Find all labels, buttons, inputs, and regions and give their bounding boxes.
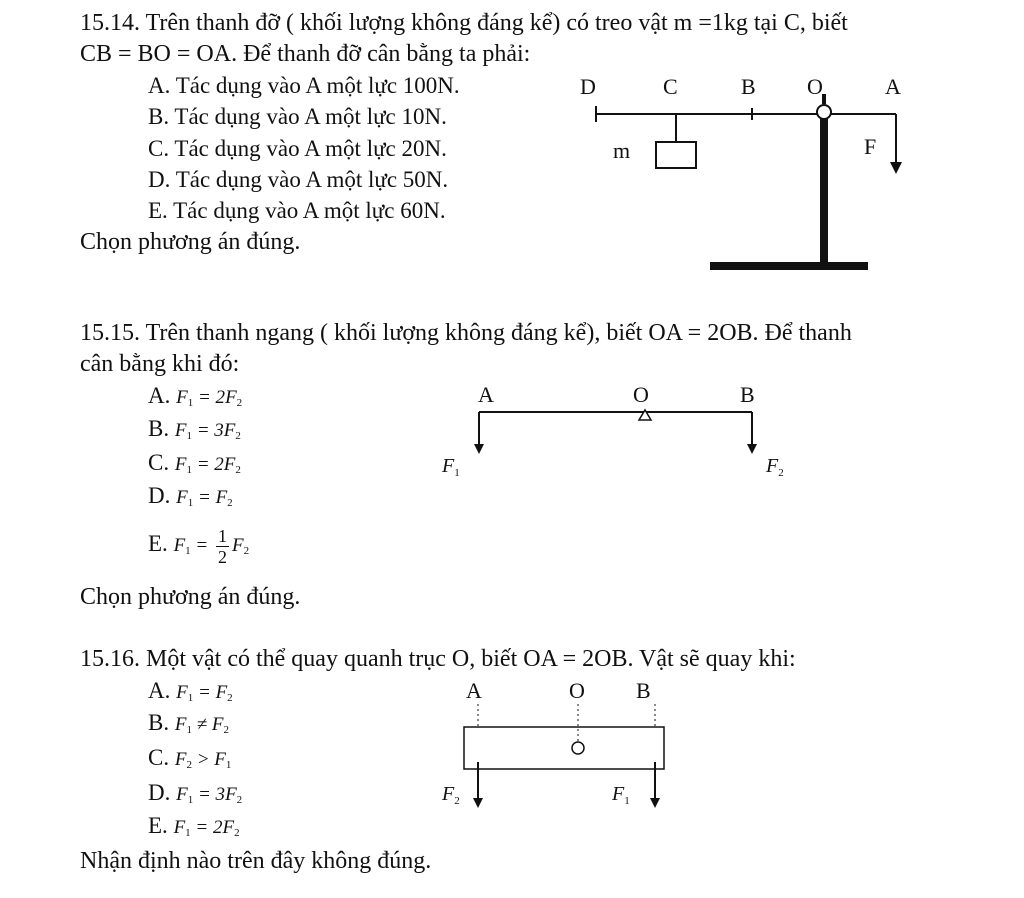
q1-option-d: D. Tác dụng vào A một lực 50N. xyxy=(148,167,449,192)
q2-option-d-letter: D. xyxy=(148,483,171,508)
q1-footer: Chọn phương án đúng. xyxy=(80,229,301,255)
q3-label-o: O xyxy=(569,678,585,703)
q1-stem-line2: CB = BO = OA. Để thanh đỡ cân bằng ta ph… xyxy=(80,41,531,67)
q2-option-c-letter: C. xyxy=(148,450,170,475)
q3-option-d-letter: D. xyxy=(148,780,171,805)
q1-label-f: F xyxy=(864,134,876,159)
q1-pivot-o xyxy=(816,104,832,120)
q3-force-f1-arrowhead xyxy=(650,798,660,808)
q2-option-c-formula: F1 = 2F2 xyxy=(174,454,241,476)
q2-option-b-letter: B. xyxy=(148,416,170,441)
q1-label-d: D xyxy=(580,74,596,99)
q1-label-b: B xyxy=(741,74,756,99)
q2-option-d-formula: F1 = F2 xyxy=(176,487,233,509)
q3-axis-o xyxy=(571,741,585,755)
q3-force-f2-arrowhead xyxy=(473,798,483,808)
q3-option-b: B. F1 ≠ F2 xyxy=(148,708,229,745)
q1-mass-box xyxy=(655,141,697,169)
q2-option-b: B. F1 = 3F2 xyxy=(148,414,241,451)
q3-option-a: A. F1 = F2 xyxy=(148,676,233,713)
q3-label-b: B xyxy=(636,678,651,703)
q2-option-a: A. F1 = 2F2 xyxy=(148,381,242,418)
q2-footer: Chọn phương án đúng. xyxy=(80,584,301,610)
q1-support-base xyxy=(710,262,868,270)
q1-label-a: A xyxy=(885,74,901,99)
q3-body-rect xyxy=(463,726,665,770)
q2-option-c: C. F1 = 2F2 xyxy=(148,448,241,485)
q2-option-a-formula: F1 = 2F2 xyxy=(176,387,243,409)
q3-option-b-formula: F1 ≠ F2 xyxy=(174,714,229,736)
q3-option-d: D. F1 = 3F2 xyxy=(148,778,242,815)
q3-option-d-formula: F1 = 3F2 xyxy=(176,784,243,806)
q1-option-c: C. Tác dụng vào A một lực 20N. xyxy=(148,136,447,161)
q2-force-f2-arrowhead xyxy=(747,444,757,454)
q3-label-f1: F1 xyxy=(611,783,630,807)
q2-label-f1: F1 xyxy=(441,455,460,479)
q3-footer: Nhận định nào trên đây không đúng. xyxy=(80,848,432,874)
q3-option-c-formula: F2 > F1 xyxy=(174,749,232,771)
q3-option-c-letter: C. xyxy=(148,745,170,770)
q2-option-b-formula: F1 = 3F2 xyxy=(174,420,241,442)
q3-option-c: C. F2 > F1 xyxy=(148,743,231,780)
q3-stem-line1: 15.16. Một vật có thể quay quanh trục O,… xyxy=(80,646,796,672)
q1-label-o: O xyxy=(807,74,823,99)
q3-option-a-letter: A. xyxy=(148,678,171,703)
q3-label-f2: F2 xyxy=(441,783,460,807)
q3-option-e-letter: E. xyxy=(148,813,168,838)
q1-stem-line1: 15.14. Trên thanh đỡ ( khối lượng không … xyxy=(80,10,848,36)
q2-force-f1-arrowhead xyxy=(474,444,484,454)
q1-force-f-arrowhead xyxy=(890,162,902,174)
q2-option-e-letter: E. xyxy=(148,530,168,556)
q3-option-b-letter: B. xyxy=(148,710,170,735)
q2-option-a-letter: A. xyxy=(148,383,171,408)
q2-label-o: O xyxy=(633,382,649,407)
q2-fulcrum-o xyxy=(637,408,653,421)
q3-option-e-formula: F1 = 2F2 xyxy=(173,817,240,839)
q1-label-m: m xyxy=(613,138,630,163)
q3-label-a: A xyxy=(466,678,482,703)
q2-label-f2: F2 xyxy=(765,455,784,479)
q1-option-a: A. Tác dụng vào A một lực 100N. xyxy=(148,73,460,98)
q1-option-e: E. Tác dụng vào A một lực 60N. xyxy=(148,198,446,223)
q1-option-b: B. Tác dụng vào A một lực 10N. xyxy=(148,104,447,129)
q1-label-c: C xyxy=(663,74,678,99)
q2-label-b: B xyxy=(740,382,755,407)
q2-stem-line2: cân bằng khi đó: xyxy=(80,351,240,377)
q2-label-a: A xyxy=(478,382,494,407)
q2-option-d: D. F1 = F2 xyxy=(148,481,233,518)
q1-support-post xyxy=(820,116,828,268)
q3-option-e: E. F1 = 2F2 xyxy=(148,811,240,848)
q2-stem-line1: 15.15. Trên thanh ngang ( khối lượng khô… xyxy=(80,320,852,346)
q3-option-a-formula: F1 = F2 xyxy=(176,682,233,704)
